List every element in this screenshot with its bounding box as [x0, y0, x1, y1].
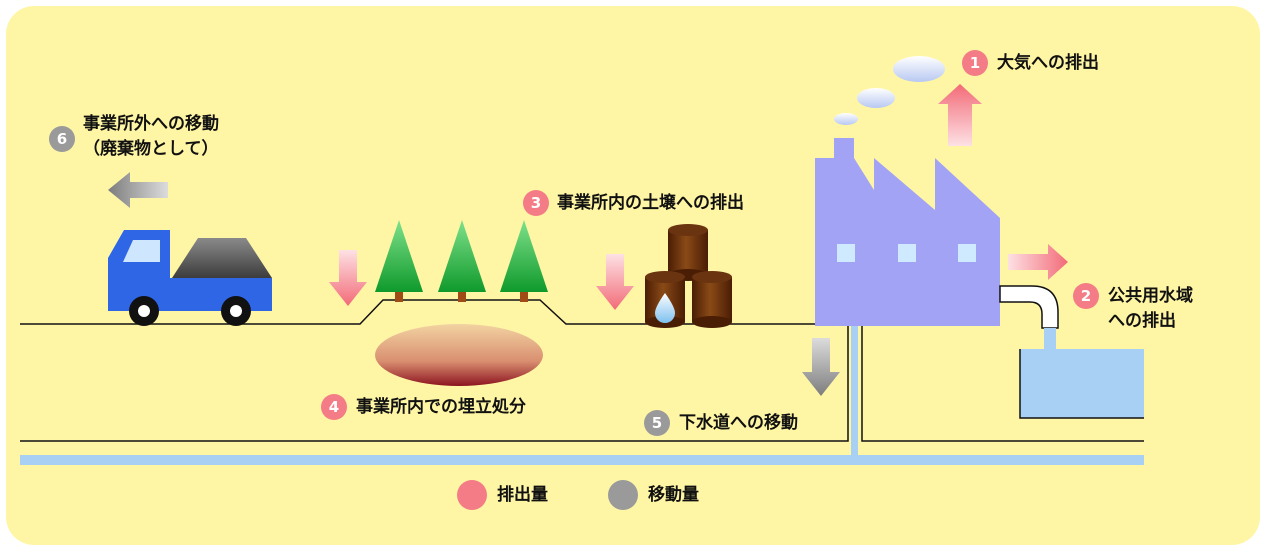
factory-window-1 [837, 244, 855, 262]
arrow-landfill-emission [329, 250, 367, 306]
drum-barrels [645, 224, 732, 328]
background-panel [6, 6, 1260, 545]
legend-transfer-label: 移動量 [648, 485, 699, 505]
badge-2: 2 [1073, 283, 1099, 309]
badge-5: 5 [644, 410, 670, 436]
factory-building [815, 138, 1000, 326]
badge-4: 4 [321, 394, 347, 420]
arrow-offsite-transfer [108, 172, 168, 208]
cloud-large [893, 56, 945, 82]
water-basin-edge [1019, 349, 1144, 419]
label-air-emission: 大気への排出 [997, 53, 1099, 73]
label-offsite-transfer-2: （廃棄物として） [83, 139, 219, 159]
sewer-line-left [20, 326, 849, 442]
label-soil-emission: 事業所内の土壌への排出 [557, 193, 744, 213]
arrow-water-emission [1008, 244, 1068, 280]
badge-3: 3 [523, 190, 549, 216]
label-sewer-transfer: 下水道への移動 [679, 413, 798, 433]
sewer-riser [851, 326, 858, 460]
truck [108, 230, 272, 326]
legend-transfer-dot [608, 480, 638, 510]
label-offsite-transfer-1: 事業所外への移動 [83, 114, 219, 134]
landfill-pit [375, 324, 543, 386]
label-water-emission-1: 公共用水域 [1108, 286, 1193, 306]
badge-1: 1 [962, 50, 988, 76]
badge-6: 6 [49, 126, 75, 152]
arrow-sewer-transfer [802, 338, 840, 396]
factory-window-2 [898, 244, 916, 262]
discharge-pipe [999, 285, 1059, 329]
arrow-air-emission [938, 84, 982, 146]
trees [375, 220, 548, 302]
factory-window-3 [958, 244, 976, 262]
legend-emission-label: 排出量 [497, 485, 548, 505]
label-water-emission-2: への排出 [1108, 311, 1176, 331]
water-body [1020, 349, 1144, 418]
cloud-small [834, 113, 858, 125]
discharge-stream [1044, 328, 1056, 350]
sewer-pipe [20, 455, 1144, 465]
arrow-soil-emission [596, 254, 634, 310]
legend-emission-dot [457, 480, 487, 510]
label-landfill: 事業所内での埋立処分 [356, 397, 526, 417]
sewer-line-right [861, 326, 1144, 442]
cloud-medium [857, 88, 895, 108]
